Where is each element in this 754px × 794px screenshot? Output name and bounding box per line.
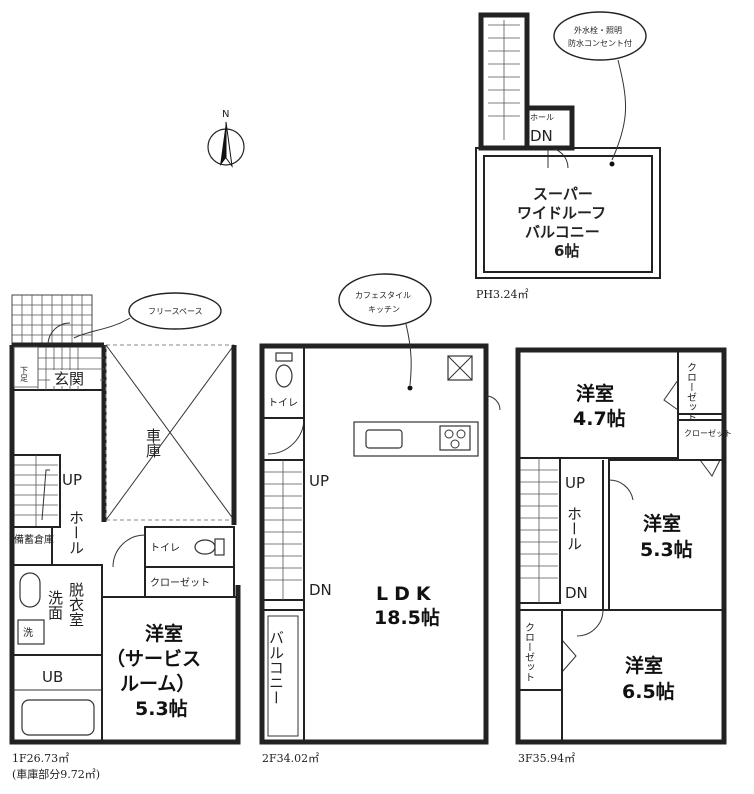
f2-area-label: 2F34.02㎡ <box>262 752 319 765</box>
room-a-size: 4.7帖 <box>573 407 626 430</box>
storage-label: 備蓄倉庫 <box>14 533 54 546</box>
f1-closet-label: クローゼット <box>150 577 210 589</box>
ph-dn-label: DN <box>530 127 553 145</box>
roof-balcony-line2: ワイドルーフ <box>517 204 606 222</box>
garage-label: 車庫 <box>144 428 162 458</box>
f1-area-note: (車庫部分9.72㎡) <box>12 767 100 781</box>
ph-callout-line1: 外水栓・照明 <box>574 25 622 35</box>
service-room-line3: ルーム） <box>120 672 195 695</box>
floor1-plan: 車庫 玄関 下足 UP ホール 備蓄倉庫 トイレ <box>9 292 241 781</box>
f1-hall-label: ホール <box>67 510 85 555</box>
closet-c-label: クローゼット <box>523 622 535 682</box>
shoe-storage-label: 下足 <box>20 366 29 383</box>
room-b-size: 5.3帖 <box>640 538 693 561</box>
closet-a-label: クローゼット <box>685 362 697 422</box>
f2-dn-label: DN <box>309 581 332 599</box>
genkan-label: 玄関 <box>54 370 84 388</box>
north-arrow: N <box>207 109 245 168</box>
f2-up-label: UP <box>309 472 329 490</box>
floor3-plan: 洋室 4.7帖 クローゼット クローゼット UP ホール DN 洋室 5.3帖 … <box>515 347 732 765</box>
ph-callout-line2: 防水コンセント付 <box>568 38 632 48</box>
penthouse-plan: ホール DN スーパー ワイドルーフ バルコニー 6帖 PH3.24㎡ 外水栓・… <box>475 11 661 301</box>
f3-hall-label: ホール <box>565 506 583 551</box>
north-label: N <box>222 109 229 120</box>
closet-b-label: クローゼット <box>684 428 732 438</box>
f1-up-label: UP <box>62 471 82 489</box>
service-room-line2: （サービス <box>106 647 201 670</box>
f3-area-label: 3F35.94㎡ <box>518 752 575 765</box>
senmen-label: 洗面 <box>46 590 64 620</box>
cafe-kitchen-cloud <box>338 273 432 327</box>
service-room-line4: 5.3帖 <box>135 697 188 720</box>
roof-balcony-line1: スーパー <box>533 185 593 203</box>
service-room-line1: 洋室 <box>145 622 183 645</box>
cafe-kitchen-line2: キッチン <box>368 305 400 314</box>
roof-balcony-line3: バルコニー <box>525 223 600 241</box>
cafe-kitchen-line1: カフェスタイル <box>355 291 411 300</box>
room-a-name: 洋室 <box>576 382 614 405</box>
free-space-label: フリースペース <box>148 307 203 316</box>
room-c-size: 6.5帖 <box>622 680 675 703</box>
free-space-cloud <box>128 292 222 330</box>
ph-area-label: PH3.24㎡ <box>476 288 529 301</box>
ph-hall-label: ホール <box>530 113 554 122</box>
room-b-name: 洋室 <box>643 512 681 535</box>
room-c-name: 洋室 <box>625 654 663 677</box>
f3-up-label: UP <box>565 474 585 492</box>
washer-label: 洗 <box>23 627 33 639</box>
ldk-size-label: 18.5帖 <box>374 606 440 629</box>
f1-toilet-label: トイレ <box>150 543 180 554</box>
datsui-label: 脱衣室 <box>67 582 85 627</box>
f2-balcony-label: バルコニー <box>267 630 285 705</box>
f1-area-label: 1F26.73㎡ <box>12 752 69 765</box>
ph-callout-cloud <box>553 11 647 61</box>
f3-dn-label: DN <box>565 584 588 602</box>
ldk-label: LDK <box>376 583 437 605</box>
f2-toilet-label: トイレ <box>268 398 298 409</box>
roof-balcony-line4: 6帖 <box>554 242 579 260</box>
ub-label: UB <box>42 668 63 686</box>
floor2-plan: トイレ UP DN バルコニー LDK 18.5帖 <box>259 273 501 765</box>
